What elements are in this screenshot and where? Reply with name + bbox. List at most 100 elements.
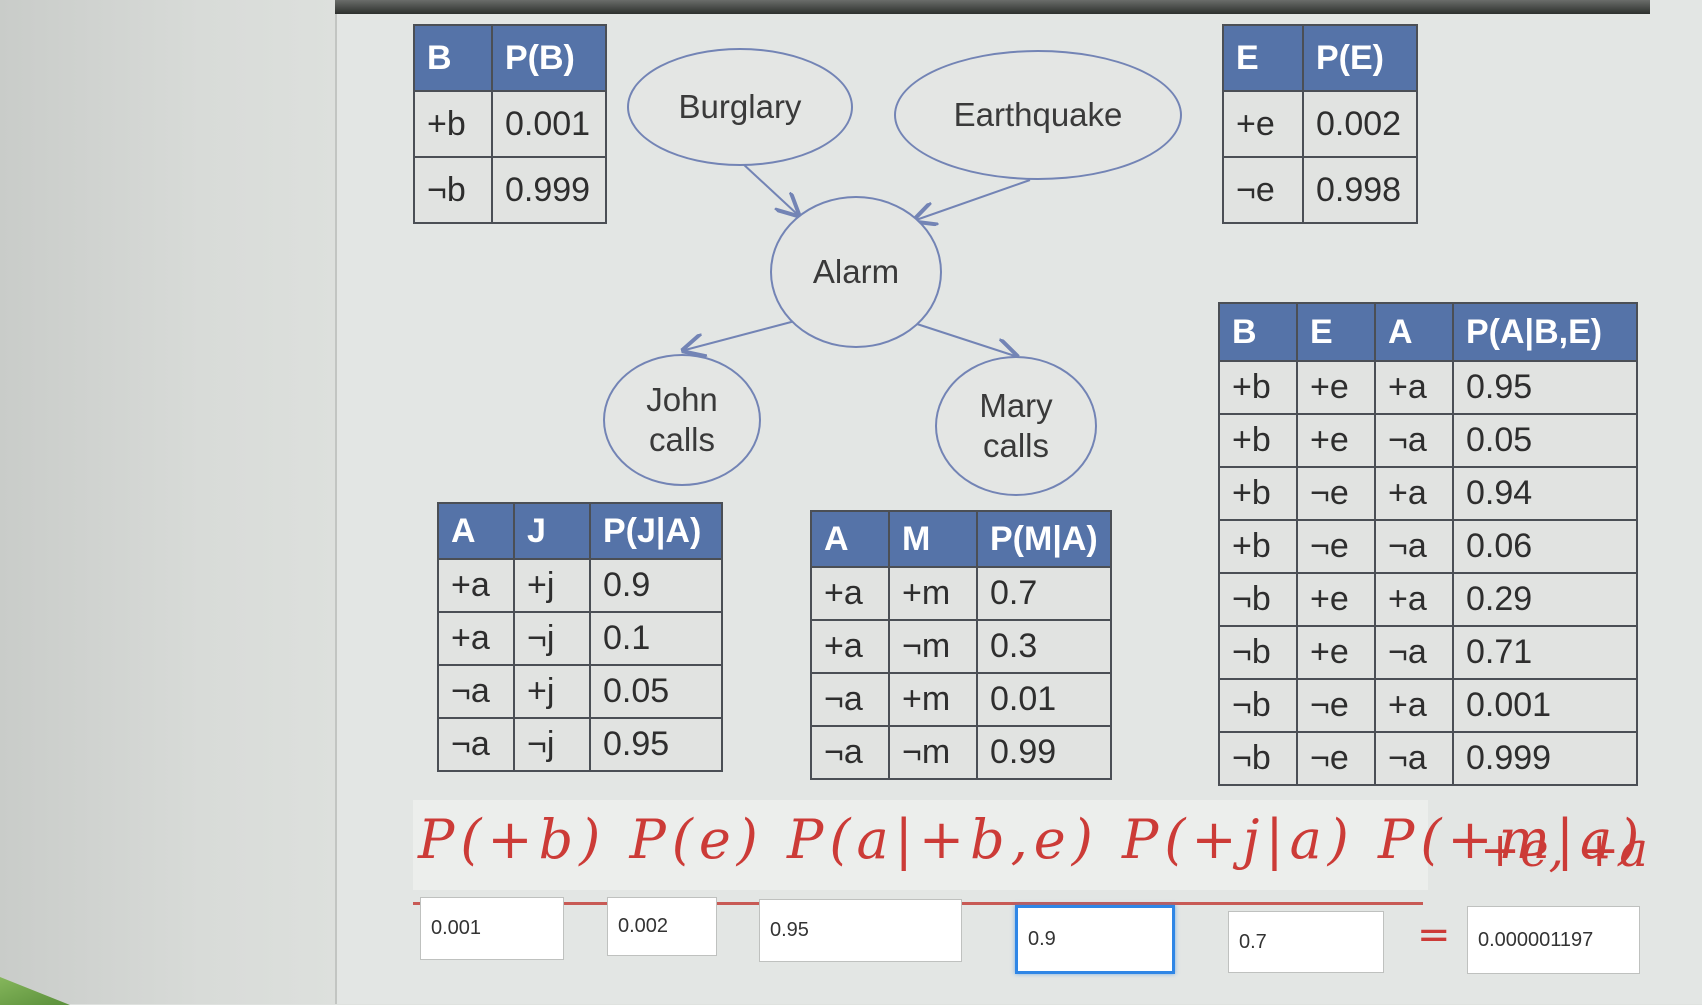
pa-cell: 0.05	[1452, 413, 1638, 468]
pj-header-j: J	[513, 502, 591, 560]
table-p-b: B P(B) +b 0.001 ¬b 0.999	[413, 24, 607, 224]
pm-cell: 0.99	[976, 725, 1112, 780]
node-john-label: John calls	[646, 380, 718, 460]
pa-cell: 0.95	[1452, 360, 1638, 415]
pa-cell: ¬a	[1374, 519, 1454, 574]
pb-header-p: P(B)	[491, 24, 607, 92]
node-burglary: Burglary	[627, 48, 853, 166]
pm-cell: ¬a	[810, 672, 890, 727]
pj-header-a: A	[437, 502, 515, 560]
john-line2: calls	[648, 421, 716, 458]
pm-cell: +m	[888, 566, 978, 621]
background-wall	[0, 0, 335, 1004]
pj-cell: +a	[437, 558, 515, 613]
pb-header-b: B	[413, 24, 493, 92]
pa-cell: +b	[1218, 466, 1298, 521]
pm-header-m: M	[888, 510, 978, 568]
pe-header-e: E	[1222, 24, 1304, 92]
pb-cell: 0.999	[491, 156, 607, 224]
pa-header-a: A	[1374, 302, 1454, 362]
pa-cell: ¬b	[1218, 731, 1298, 786]
john-line1: John	[646, 381, 718, 418]
pa-cell: ¬e	[1296, 731, 1376, 786]
pa-header-b: B	[1218, 302, 1298, 362]
pj-cell: +a	[437, 611, 515, 666]
pa-cell: ¬e	[1296, 678, 1376, 733]
pa-cell: +a	[1374, 360, 1454, 415]
pa-cell: 0.06	[1452, 519, 1638, 574]
formula-strip	[413, 800, 1428, 890]
pm-header-a: A	[810, 510, 890, 568]
input-p-m-given-a[interactable]	[1228, 911, 1384, 973]
mary-line1: Mary	[979, 387, 1053, 424]
pa-header-p: P(A|B,E)	[1452, 302, 1638, 362]
pa-cell: ¬b	[1218, 678, 1298, 733]
node-mary-calls: Mary calls	[935, 356, 1097, 496]
pa-cell: ¬b	[1218, 625, 1298, 680]
pj-cell: 0.95	[589, 717, 723, 772]
input-p-a-given-b-e[interactable]	[759, 899, 962, 962]
pe-cell: 0.998	[1302, 156, 1418, 224]
edge-earthquake-alarm	[916, 179, 1031, 220]
input-p-e[interactable]	[607, 897, 717, 956]
edge-burglary-alarm	[741, 162, 797, 214]
pm-cell: 0.7	[976, 566, 1112, 621]
top-frame-bar	[335, 0, 1650, 14]
node-burglary-label: Burglary	[678, 88, 802, 125]
pa-cell: +a	[1374, 466, 1454, 521]
input-result[interactable]	[1467, 906, 1640, 974]
pa-header-e: E	[1296, 302, 1376, 362]
pa-cell: 0.71	[1452, 625, 1638, 680]
pa-cell: +e	[1296, 572, 1376, 627]
pe-header-p: P(E)	[1302, 24, 1418, 92]
pj-cell: 0.05	[589, 664, 723, 719]
pm-cell: ¬m	[888, 725, 978, 780]
edge-alarm-john	[685, 320, 796, 350]
pa-cell: ¬a	[1374, 625, 1454, 680]
pe-cell: +e	[1222, 90, 1304, 158]
pm-cell: ¬m	[888, 619, 978, 674]
pb-cell: 0.001	[491, 90, 607, 158]
node-john-calls: John calls	[603, 354, 761, 486]
handwritten-formula: P(+b) P(e) P(a|+b,e) P(+j|a) P(+m|a)	[418, 808, 1646, 871]
node-earthquake-label: Earthquake	[953, 96, 1123, 133]
pa-cell: +b	[1218, 360, 1298, 415]
pb-cell: +b	[413, 90, 493, 158]
pj-cell: ¬j	[513, 717, 591, 772]
equals-sign: =	[1417, 912, 1451, 958]
input-p-b[interactable]	[420, 897, 564, 960]
pe-cell: ¬e	[1222, 156, 1304, 224]
pa-cell: +b	[1218, 413, 1298, 468]
pe-cell: 0.002	[1302, 90, 1418, 158]
pm-cell: 0.3	[976, 619, 1112, 674]
pj-cell: +j	[513, 558, 591, 613]
node-alarm-label: Alarm	[812, 253, 900, 290]
pm-cell: 0.01	[976, 672, 1112, 727]
node-earthquake: Earthquake	[894, 50, 1182, 180]
pa-cell: +e	[1296, 413, 1376, 468]
input-p-j-given-a[interactable]	[1015, 905, 1175, 974]
pa-cell: ¬e	[1296, 466, 1376, 521]
pa-cell: +b	[1218, 519, 1298, 574]
mary-line2: calls	[982, 427, 1050, 464]
pa-cell: ¬b	[1218, 572, 1298, 627]
node-alarm: Alarm	[770, 196, 942, 348]
pa-cell: +a	[1374, 572, 1454, 627]
pa-cell: 0.001	[1452, 678, 1638, 733]
pa-cell: +e	[1296, 360, 1376, 415]
pj-cell: ¬a	[437, 664, 515, 719]
pa-cell: 0.999	[1452, 731, 1638, 786]
pb-cell: ¬b	[413, 156, 493, 224]
pa-cell: ¬e	[1296, 519, 1376, 574]
pa-cell: ¬a	[1374, 731, 1454, 786]
pm-cell: ¬a	[810, 725, 890, 780]
pa-cell: ¬a	[1374, 413, 1454, 468]
pj-cell: 0.1	[589, 611, 723, 666]
node-mary-label: Mary calls	[979, 386, 1052, 466]
pm-cell: +a	[810, 619, 890, 674]
pa-cell: 0.29	[1452, 572, 1638, 627]
